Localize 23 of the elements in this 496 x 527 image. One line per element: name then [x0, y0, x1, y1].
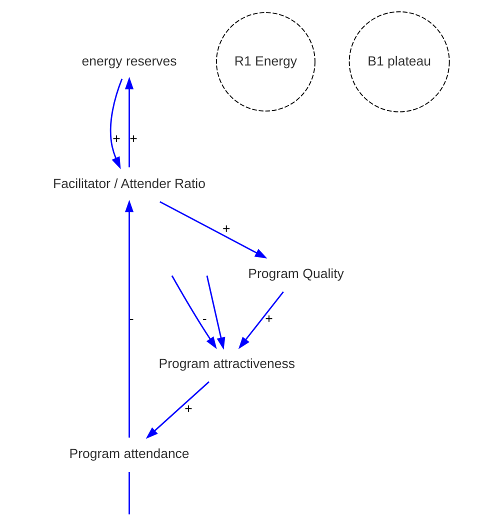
node-text: Program Quality [248, 266, 344, 282]
edge-label: - [128, 311, 134, 326]
label: R1 Energy [234, 53, 297, 68]
connector [128, 472, 130, 514]
arrow [109, 78, 122, 170]
arrow [170, 275, 216, 350]
edge-label: - [202, 311, 206, 326]
edge-label: + [112, 131, 120, 146]
edge-label: + [222, 221, 230, 236]
arrow [145, 381, 209, 439]
arrow [159, 201, 267, 258]
node-text: energy reserves [81, 53, 176, 68]
label: B1 plateau [367, 53, 430, 68]
arrow [206, 276, 225, 350]
edge-label: + [129, 131, 137, 146]
arrow [124, 76, 134, 168]
node-text: Facilitator / Attender Ratio [52, 176, 206, 192]
node-text: Program attendance [68, 446, 189, 462]
node-text: Program attractiveness [158, 356, 294, 372]
edge-label: + [184, 401, 192, 416]
arrow [238, 291, 284, 350]
arrow [124, 200, 134, 438]
edge-label: + [264, 311, 272, 326]
